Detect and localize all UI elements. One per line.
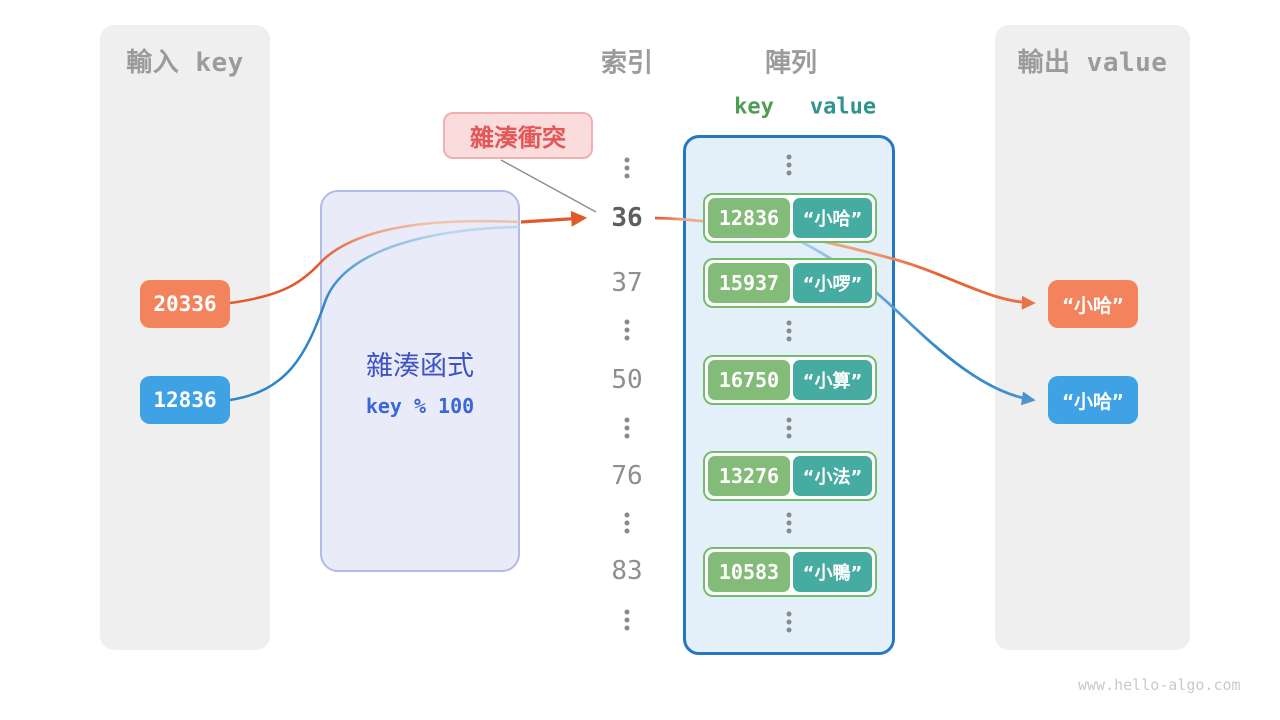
pair-row-16750: 16750 “小算” xyxy=(703,355,877,405)
ellipsis-dots xyxy=(624,319,630,341)
ellipsis-dots xyxy=(624,609,630,631)
collision-badge: 雜湊衝突 xyxy=(443,112,593,159)
input-key-chip-12836: 12836 xyxy=(140,376,230,424)
pair-value-cell: “小哈” xyxy=(793,198,872,238)
input-key-panel xyxy=(100,25,270,650)
ellipsis-dots xyxy=(786,611,792,633)
input-key-label: 12836 xyxy=(153,388,217,412)
pair-row-13276: 13276 “小法” xyxy=(703,451,877,501)
pair-row-10583: 10583 “小鴨” xyxy=(703,547,877,597)
watermark: www.hello-algo.com xyxy=(1078,676,1241,694)
value-header: value xyxy=(809,94,877,120)
index-column-title: 索引 xyxy=(600,48,654,79)
pair-key-cell: 12836 xyxy=(708,198,790,238)
ellipsis-dots xyxy=(786,320,792,342)
ellipsis-dots xyxy=(786,417,792,439)
hash-function-formula: key % 100 xyxy=(365,394,475,418)
index-value-36: 36 xyxy=(611,203,643,233)
pair-key-cell: 10583 xyxy=(708,552,790,592)
output-value-chip-blue: “小哈” xyxy=(1048,376,1138,424)
index-value-83: 83 xyxy=(611,556,643,586)
pair-key-cell: 16750 xyxy=(708,360,790,400)
ellipsis-dots xyxy=(786,154,792,176)
pair-value-cell: “小啰” xyxy=(793,263,872,303)
hash-function-title: 雜湊函式 xyxy=(366,351,474,382)
input-key-panel-title: 輸入 key xyxy=(126,48,244,78)
key-header: key xyxy=(734,94,774,120)
output-value-chip-orange: “小哈” xyxy=(1048,280,1138,328)
pair-key-cell: 13276 xyxy=(708,456,790,496)
output-value-label: “小哈” xyxy=(1062,390,1124,413)
pair-row-12836: 12836 “小哈” xyxy=(703,193,877,243)
index-value-37: 37 xyxy=(611,268,643,298)
arrow-to-index-36 xyxy=(520,210,588,227)
input-key-chip-20336: 20336 xyxy=(140,280,230,328)
output-value-panel xyxy=(995,25,1190,650)
index-value-50: 50 xyxy=(611,365,643,395)
array-column-title: 陣列 xyxy=(764,48,818,79)
ellipsis-dots xyxy=(624,157,630,179)
pair-value-cell: “小算” xyxy=(793,360,872,400)
pair-value-cell: “小鴨” xyxy=(793,552,872,592)
pair-value-cell: “小法” xyxy=(793,456,872,496)
output-value-panel-title: 輸出 value xyxy=(1017,48,1168,78)
ellipsis-dots xyxy=(624,512,630,534)
index-value-76: 76 xyxy=(611,461,643,491)
ellipsis-dots xyxy=(624,417,630,439)
pair-key-cell: 15937 xyxy=(708,263,790,303)
ellipsis-dots xyxy=(786,512,792,534)
output-value-label: “小哈” xyxy=(1062,294,1124,317)
collision-badge-label: 雜湊衝突 xyxy=(470,124,566,152)
pair-row-15937: 15937 “小啰” xyxy=(703,258,877,308)
input-key-label: 20336 xyxy=(153,292,217,316)
